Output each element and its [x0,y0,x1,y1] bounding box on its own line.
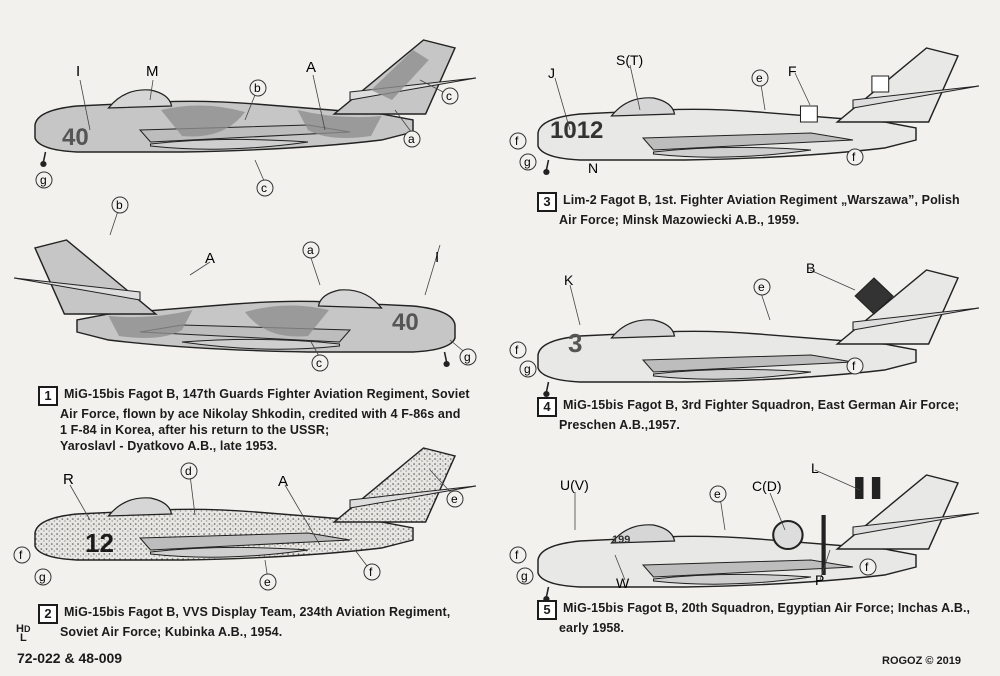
p2-label-A: A [278,473,288,490]
p2-label-g: g [39,570,46,584]
caption-5: 5 MiG-15bis Fagot B, 20th Squadron, Egyp… [537,600,970,636]
profile-5-side-number: 199 [612,534,630,546]
p1-label-b: b [254,81,261,95]
p1-label-c: c [446,89,452,103]
profile-1-side-number: 40 [62,124,89,151]
p1b-label-c: c [316,356,322,370]
p1-label-A: A [306,59,316,76]
brand-logo-l: L [20,632,27,644]
caption-3-line-1: Lim-2 Fagot B, 1st. Fighter Aviation Reg… [563,193,960,207]
caption-1-number: 1 [38,386,58,406]
caption-4-line-1: MiG-15bis Fagot B, 3rd Fighter Squadron,… [563,398,960,412]
p1-label-I: I [76,63,80,80]
profile-4-side-number: 3 [568,328,582,358]
p5-label-f: f [515,548,519,562]
profile-2-aircraft [34,447,477,561]
p2-label-R: R [63,471,74,488]
brand-logo-h: H [16,623,24,635]
profile-3-aircraft [537,47,980,176]
caption-2-number: 2 [38,604,58,624]
profile-4-aircraft [537,269,980,398]
p1-label-c2: c [261,181,267,195]
copyright: ROGOZ © 2019 [882,655,962,667]
p5-label-e: e [714,487,721,501]
caption-1-line-4: Yaroslavl - Dyatkovo A.B., late 1953. [60,439,278,453]
p1b-label-I: I [435,249,439,266]
p5-label-CD: C(D) [752,478,782,494]
profile-1-aircraft [34,39,477,168]
p2-label-d: d [185,464,192,478]
p3-label-f: f [515,134,519,148]
caption-4: 4 MiG-15bis Fagot B, 3rd Fighter Squadro… [537,397,959,433]
p2-label-e2: e [264,575,271,589]
caption-5-line-1: MiG-15bis Fagot B, 20th Squadron, Egypti… [563,601,971,615]
p4-label-e: e [758,280,765,294]
p1-label-g: g [40,173,47,187]
caption-4-number: 4 [537,397,557,417]
p1b-label-b: b [116,198,123,212]
caption-1-line-3: 1 F-84 in Korea, after his return to the… [60,423,330,437]
p4-label-f2: f [852,359,856,373]
profile-1b-aircraft [13,239,456,368]
p5-label-W: W [616,575,630,591]
p5-label-P: P [815,572,824,588]
p5-label-UV: U(V) [560,477,589,493]
p3-label-ST: S(T) [616,52,643,68]
caption-1-line-2: Air Force, flown by ace Nikolay Shkodin,… [60,407,461,421]
caption-1: 1 MiG-15bis Fagot B, 147th Guards Fighte… [38,386,470,454]
p4-label-g: g [524,362,531,376]
p3-label-J: J [548,65,555,81]
caption-4-line-2: Preschen A.B.,1957. [559,418,680,432]
profile-1b-side-number: 40 [392,309,419,336]
caption-5-number: 5 [537,600,557,620]
p2-label-e: e [451,492,458,506]
p3-label-g: g [524,155,531,169]
caption-3-line-2: Air Force; Minsk Mazowiecki A.B., 1959. [559,213,800,227]
p1b-label-g: g [464,350,471,364]
p4-label-f: f [515,343,519,357]
p1b-label-A: A [205,250,215,267]
caption-2-line-1: MiG-15bis Fagot B, VVS Display Team, 234… [64,605,451,619]
p2-label-f2: f [369,565,373,579]
p4-label-K: K [564,272,574,288]
p1-label-M: M [146,63,159,80]
p5-label-g: g [521,569,528,583]
p1b-label-a: a [307,243,314,257]
profile-2-side-number: 12 [85,528,114,558]
product-code: 72-022 & 48-009 [17,650,123,666]
p1-label-a: a [408,132,415,146]
p3-label-N: N [588,160,598,176]
profile-3-side-number: 1012 [550,117,603,144]
caption-2: 2 MiG-15bis Fagot B, VVS Display Team, 2… [38,604,450,640]
caption-1-line-1: MiG-15bis Fagot B, 147th Guards Fighter … [64,387,470,401]
brand-logo: HD L [16,623,31,644]
p5-label-L: L [811,460,819,476]
caption-3-number: 3 [537,192,557,212]
p4-label-B: B [806,260,815,276]
brand-logo-d: D [23,624,31,634]
p3-label-f2: f [852,150,856,164]
p5-label-f2: f [865,560,869,574]
p3-label-F: F [788,63,797,79]
p3-label-e: e [756,71,763,85]
caption-5-line-2: early 1958. [559,621,625,635]
caption-2-line-2: Soviet Air Force; Kubinka A.B., 1954. [60,625,283,639]
profile-5-aircraft [537,474,980,603]
caption-3: 3 Lim-2 Fagot B, 1st. Fighter Aviation R… [537,192,960,228]
p2-label-f: f [19,548,23,562]
